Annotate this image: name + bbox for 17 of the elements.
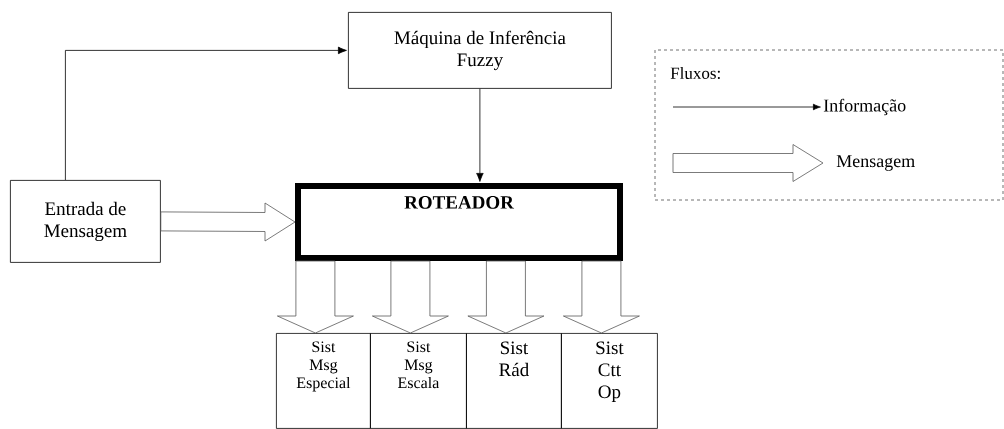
block-arrow bbox=[467, 260, 545, 334]
legend-label: Mensagem bbox=[836, 155, 915, 171]
block-arrow bbox=[372, 260, 449, 334]
system-box: Sist Msg Especial bbox=[276, 333, 371, 429]
block-arrow bbox=[160, 202, 296, 242]
block-arrow bbox=[277, 260, 354, 334]
system-box: Sist Msg Escala bbox=[370, 333, 467, 429]
process-box: Entrada de Mensagem bbox=[10, 180, 161, 263]
legend-heading: Fluxos: bbox=[670, 67, 720, 79]
system-box: Sist Ctt Op bbox=[561, 333, 658, 429]
process-box: Máquina de Inferência Fuzzy bbox=[348, 12, 612, 89]
arrow bbox=[65, 46, 347, 181]
block-arrow bbox=[563, 260, 640, 334]
router-box: ROTEADOR bbox=[295, 183, 623, 261]
arrow bbox=[476, 88, 484, 182]
legend-label: Informação bbox=[823, 98, 906, 116]
system-box: Sist Rád bbox=[466, 333, 562, 429]
